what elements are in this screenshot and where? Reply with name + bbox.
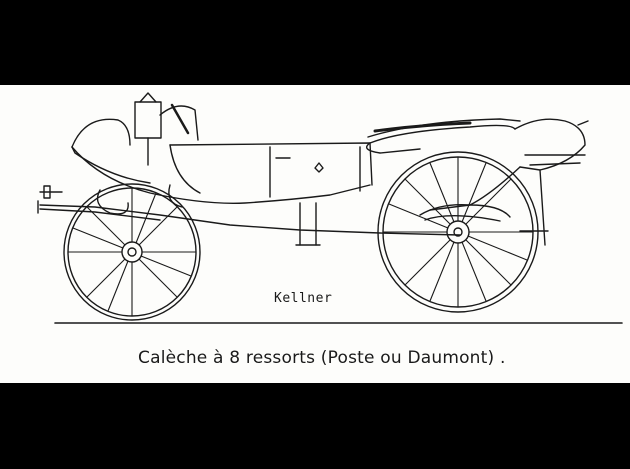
- dash-front: [71, 118, 131, 148]
- front-wheel: [63, 183, 201, 321]
- body-underside: [71, 146, 371, 204]
- rear-wheel: [377, 151, 539, 313]
- lamp: [134, 101, 162, 139]
- engraving-plate: Kellner Calèche à 8 ressorts (Poste ou D…: [0, 85, 630, 383]
- body-side: [169, 142, 373, 186]
- caleche-illustration: [37, 92, 623, 324]
- rear-seat: [514, 118, 586, 171]
- letterbox-top-bar: [0, 0, 630, 85]
- engraving-caption: Calèche à 8 ressorts (Poste ou Daumont) …: [138, 348, 506, 368]
- perch: [39, 204, 461, 236]
- maker-signature: Kellner: [274, 291, 333, 306]
- folded-hood: [369, 124, 516, 144]
- crest: [314, 162, 324, 173]
- letterbox-bottom-bar: [0, 383, 630, 469]
